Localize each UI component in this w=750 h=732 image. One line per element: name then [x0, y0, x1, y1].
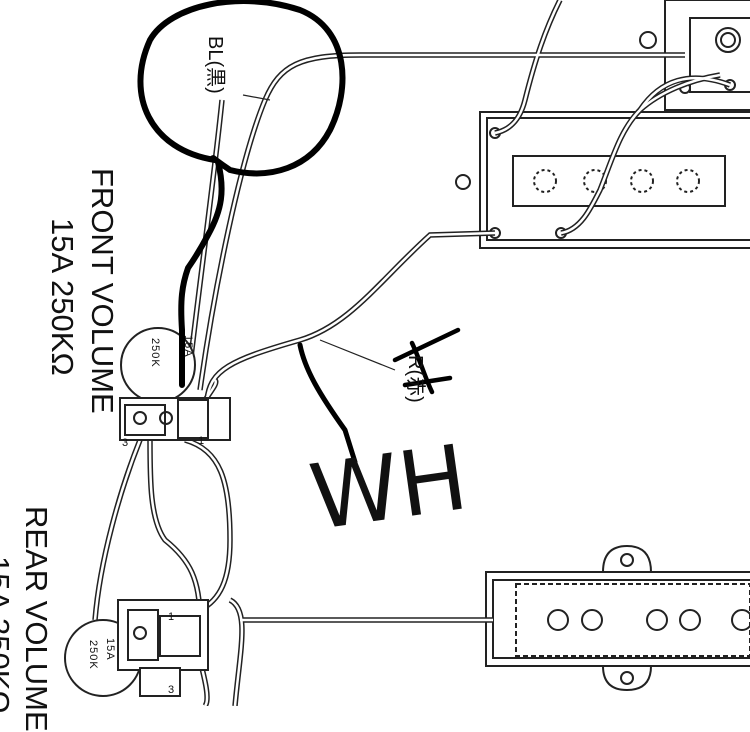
rear-pot-code: 15A [104, 638, 116, 661]
hand-stroke-long [297, 342, 358, 465]
rear-pot-lug-3: 3 [168, 684, 176, 696]
hand-drawn-marks [137, 0, 461, 465]
lower-pickup [485, 544, 750, 692]
rear-volume-title: REAR VOLUME [19, 506, 54, 732]
rear-pot-lug-1: 1 [168, 611, 176, 623]
front-volume-spec: 15A 250KΩ [45, 218, 80, 376]
leader-lines [242, 94, 396, 371]
handwritten-wh-label: WH [303, 425, 474, 552]
front-volume-title: FRONT VOLUME [85, 168, 120, 414]
rear-volume-pot [64, 599, 209, 697]
rear-pot-value: 250K [87, 640, 99, 670]
hand-circle [137, 0, 346, 177]
front-pot-value: 250K [149, 338, 161, 368]
front-pot-lug-3: 3 [122, 437, 130, 449]
front-pot-code: 15A [182, 335, 194, 358]
wires-inner [93, 0, 731, 707]
wiring-diagram-svg [64, 0, 750, 708]
hand-black-wire [178, 159, 225, 388]
wire-black-label: BL(黒) [204, 36, 226, 94]
front-pot-lug-1: 1 [198, 435, 206, 447]
wire-red-label: R(赤) [404, 355, 426, 403]
front-volume-pot [119, 327, 231, 441]
hand-cross-out [392, 327, 461, 395]
rear-volume-spec: 15A 250KΩ [0, 556, 16, 714]
